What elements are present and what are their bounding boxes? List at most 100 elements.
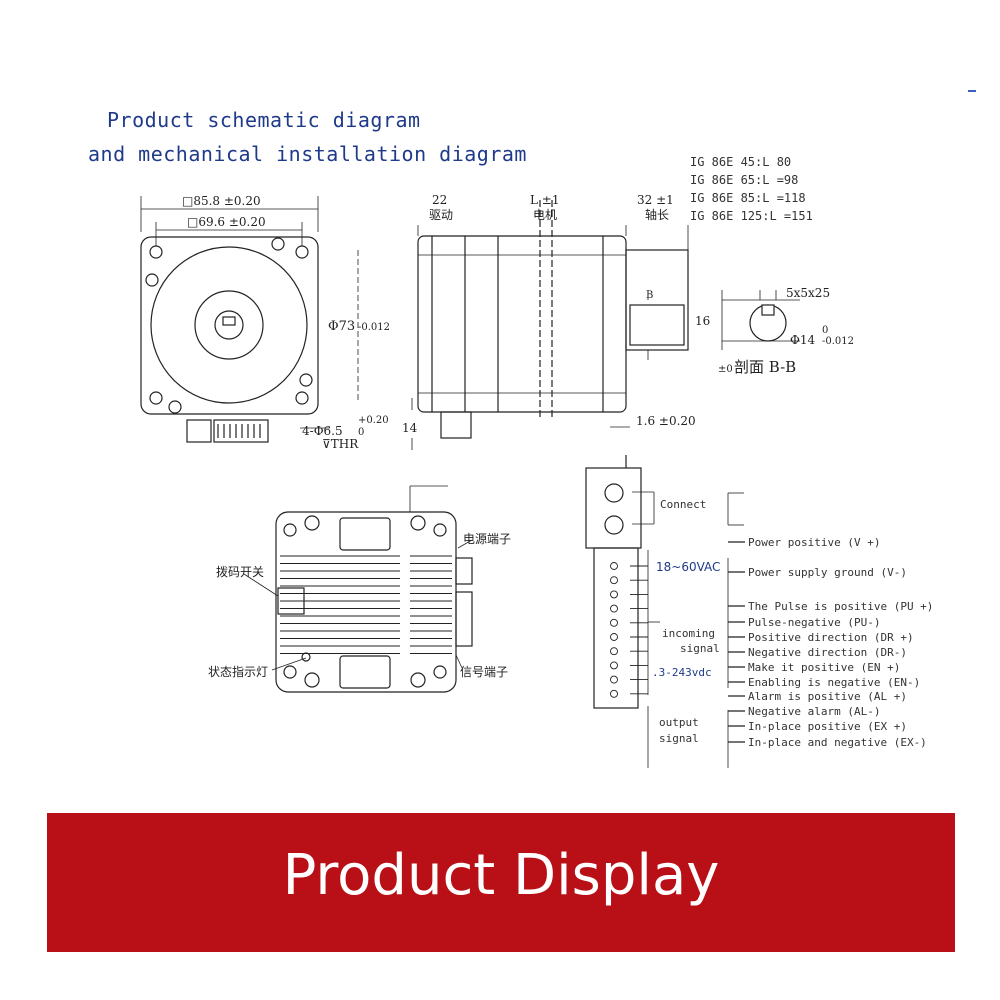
diagram-title-line-1: Product schematic diagram xyxy=(107,108,421,132)
power-pin-2 xyxy=(604,515,624,535)
dim-22-caption: 驱动 xyxy=(429,208,453,222)
section-bb-label: 剖面 B-B xyxy=(734,358,796,376)
motor-pilot-circle xyxy=(194,290,264,360)
signal-pin xyxy=(610,604,618,613)
power-connector-block xyxy=(585,467,642,549)
shaft-key-label: 5x5x25 xyxy=(786,286,830,300)
dim-outer-label: □85.8 ±0.20 xyxy=(182,194,261,208)
pin-label: Enabling is negative (EN-) xyxy=(748,676,920,689)
pin-label: In-place positive (EX +) xyxy=(748,720,907,733)
pin-label: Negative alarm (AL-) xyxy=(748,705,880,718)
section-marker-b: B xyxy=(646,290,653,301)
motor-face-circle xyxy=(150,246,308,404)
shaft-tol-top: 0 xyxy=(822,325,828,336)
voltage-dc-label: .3-243vdc xyxy=(652,666,712,679)
signal-connector-block xyxy=(593,547,639,709)
product-display-banner: Product Display xyxy=(47,813,955,952)
pin-label: In-place and negative (EX-) xyxy=(748,736,927,749)
model-line-3: IG 86E 85:L =118 xyxy=(690,191,806,205)
signal-pin xyxy=(610,689,618,698)
pin-label: The Pulse is positive (PU +) xyxy=(748,600,933,613)
pin-label: Power positive (V +) xyxy=(748,536,880,549)
banner-title: Product Display xyxy=(282,843,720,908)
hole-thr-label: ⊽THR xyxy=(322,437,359,451)
heatsink-outline xyxy=(275,511,457,693)
pin-label: Pulse-negative (PU-) xyxy=(748,616,880,629)
voltage-ac-label: 18~60VAC xyxy=(656,560,720,574)
shaft-housing xyxy=(625,249,689,351)
power-connector xyxy=(186,419,212,443)
status-led-shape xyxy=(301,652,311,662)
dim-14-label: 14 xyxy=(402,421,418,435)
signal-pin xyxy=(610,661,618,670)
pin-label: Power supply ground (V-) xyxy=(748,566,907,579)
mount-hole-bl xyxy=(149,391,163,405)
side-connector xyxy=(440,411,472,439)
power-pin-1 xyxy=(604,483,624,503)
pin-labels: Power positive (V +) Power supply ground … xyxy=(728,536,933,749)
signal-connector xyxy=(213,419,269,443)
shaft-side xyxy=(629,304,685,346)
screw-top xyxy=(271,237,285,251)
status-led-label: 状态指示灯 xyxy=(208,664,268,679)
wiring-diagram xyxy=(585,455,744,768)
shaft-key xyxy=(222,316,236,326)
corner-dash-mark xyxy=(968,90,976,92)
hole-tol-top: +0.20 xyxy=(358,415,389,426)
pin-label: Alarm is positive (AL +) xyxy=(748,690,907,703)
screw-right xyxy=(299,373,313,387)
signal-terminal-shape xyxy=(455,591,473,647)
signal-pin xyxy=(610,562,618,570)
dim-L-label: L ±1 xyxy=(530,193,559,207)
diagram-title-line-2: and mechanical installation diagram xyxy=(88,142,527,166)
motor-flange-square xyxy=(140,236,319,415)
connect-label: Connect xyxy=(660,498,706,511)
dim-inner-label: □69.6 ±0.20 xyxy=(187,215,266,229)
signal-pin xyxy=(610,675,618,684)
dim-diameter-label: Φ73 xyxy=(328,319,355,334)
hole-spec-label: 4-Φ6.5 xyxy=(302,424,343,438)
mount-hole-tl xyxy=(149,245,163,259)
shaft-circle xyxy=(214,310,244,340)
signal-pin xyxy=(610,590,618,599)
hole-tol-bottom: 0 xyxy=(358,427,364,438)
motor-body-side xyxy=(417,235,627,413)
dip-switch-label: 拨码开关 xyxy=(216,565,264,579)
output-signal-label-2: signal xyxy=(659,732,699,745)
signal-pin xyxy=(610,647,618,656)
pin-label: Make it positive (EN +) xyxy=(748,661,900,674)
front-view xyxy=(140,196,359,443)
side-view xyxy=(411,200,689,450)
power-terminal-shape xyxy=(455,557,473,585)
screw-bottom xyxy=(168,400,182,414)
dim-22-label: 22 xyxy=(432,193,447,207)
signal-pin xyxy=(610,576,618,585)
shaft-tol-bottom: -0.012 xyxy=(822,336,854,347)
screw-left xyxy=(145,273,159,287)
power-terminal-label: 电源端子 xyxy=(463,532,511,546)
mount-hole-tr xyxy=(295,245,309,259)
dim-32-caption: 轴长 xyxy=(645,207,669,222)
incoming-signal-label-1: incoming xyxy=(662,627,715,640)
shaft-height-label: 16 xyxy=(695,314,710,328)
shaft-diameter-label: Φ14 xyxy=(790,333,815,347)
heatsink-fins xyxy=(280,555,452,654)
dim-1-6-label: 1.6 ±0.20 xyxy=(636,414,696,428)
mount-hole-br xyxy=(295,391,309,405)
model-line-4: IG 86E 125:L =151 xyxy=(690,209,813,223)
pin-label: Negative direction (DR-) xyxy=(748,646,907,659)
dim-L-caption: 电机 xyxy=(533,208,557,222)
pin-label: Positive direction (DR +) xyxy=(748,631,914,644)
output-signal-label-1: output xyxy=(659,716,699,729)
signal-pins xyxy=(610,562,648,698)
model-line-1: IG 86E 45:L 80 xyxy=(690,155,791,169)
shaft-section-view xyxy=(721,290,800,350)
signal-pin xyxy=(610,618,618,627)
model-line-2: IG 86E 65:L =98 xyxy=(690,173,798,187)
mechanical-diagram: □85.8 ±0.20 □69.6 ±0.20 Φ73 -0.012 4-Φ6.… xyxy=(140,155,933,768)
shaft-tol-left: ±0 xyxy=(718,364,733,375)
signal-pin xyxy=(610,633,618,641)
dim-diameter-tol: -0.012 xyxy=(358,322,390,333)
shaft-section-key xyxy=(761,304,775,316)
incoming-signal-label-2: signal xyxy=(680,642,720,655)
